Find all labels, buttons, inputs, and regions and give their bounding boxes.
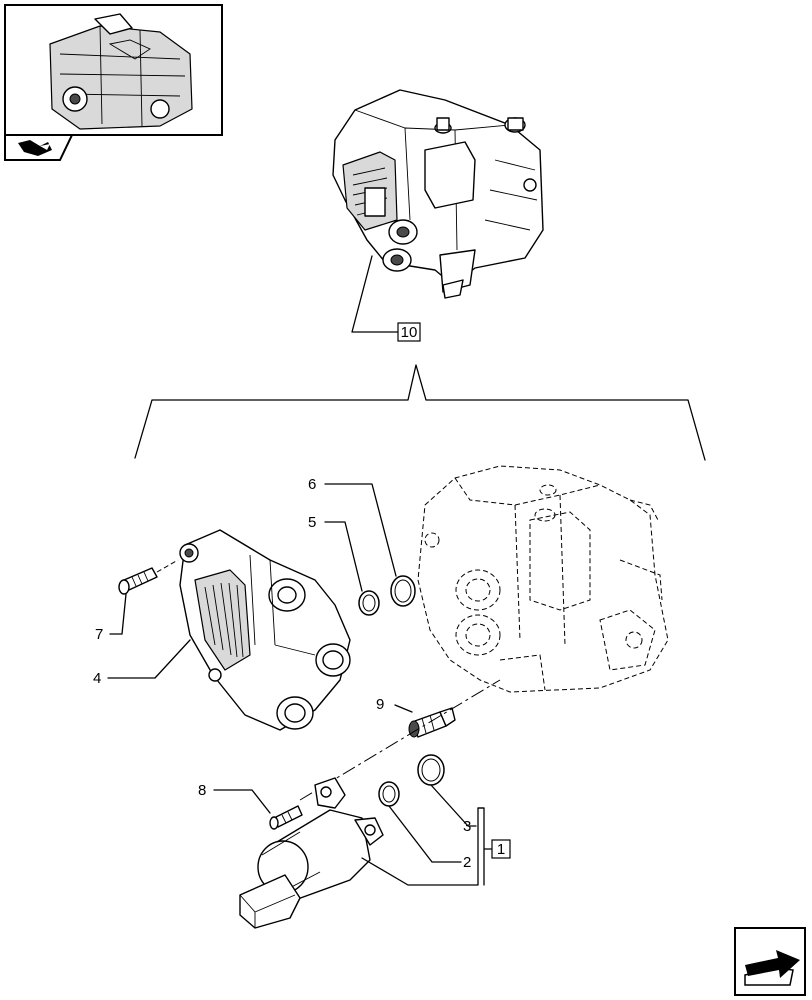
callout-2: 2 bbox=[463, 854, 471, 871]
callout-8: 8 bbox=[198, 782, 206, 799]
engine-thumbnail-icon[interactable] bbox=[4, 4, 223, 136]
screw-part-7 bbox=[118, 559, 179, 595]
o-ring-part-6 bbox=[390, 575, 416, 607]
exploded-view-bracket bbox=[134, 364, 706, 461]
callout-1: 1 bbox=[491, 839, 511, 859]
callout-9: 9 bbox=[376, 696, 384, 713]
o-ring-part-3 bbox=[417, 754, 445, 786]
pump-body-phantom-outline bbox=[417, 465, 669, 693]
o-ring-part-5 bbox=[358, 590, 380, 616]
sensor-part-9 bbox=[408, 707, 456, 738]
callout-5: 5 bbox=[308, 514, 316, 531]
callout-3: 3 bbox=[463, 818, 471, 835]
svg-text:10: 10 bbox=[401, 324, 418, 341]
book-arrow-icon[interactable] bbox=[4, 134, 74, 161]
callout-4: 4 bbox=[93, 670, 101, 687]
pump-cover-part-4 bbox=[179, 529, 351, 731]
o-ring-part-2 bbox=[378, 781, 400, 807]
callout-10: 10 bbox=[397, 322, 421, 342]
screw-part-8 bbox=[269, 805, 303, 830]
svg-text:1: 1 bbox=[497, 841, 505, 858]
callout-7: 7 bbox=[95, 626, 103, 643]
pressure-regulator-part-1 bbox=[239, 777, 384, 929]
callout-6: 6 bbox=[308, 476, 316, 493]
next-page-arrow-icon[interactable] bbox=[734, 927, 806, 996]
injection-pump-assembly bbox=[332, 89, 544, 299]
